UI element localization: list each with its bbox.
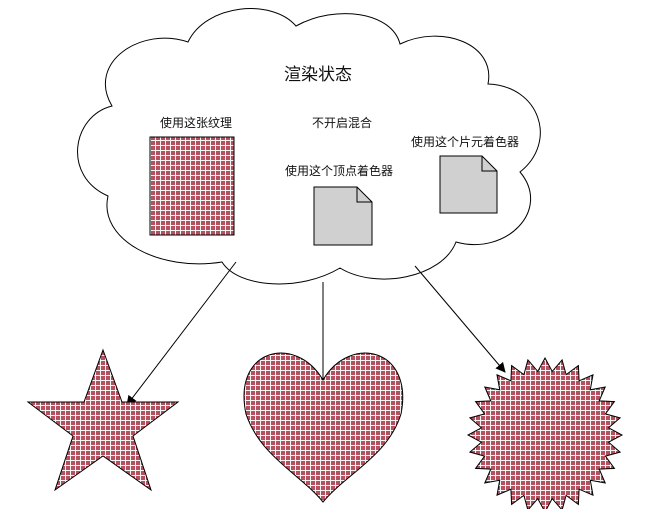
vertex-shader-document-icon xyxy=(313,186,373,246)
heart-shape xyxy=(243,352,404,503)
star-shape xyxy=(26,348,180,492)
texture-swatch xyxy=(149,136,235,236)
arrow-to-starburst xyxy=(414,265,506,373)
blend-label: 不开启混合 xyxy=(312,116,373,130)
cloud-title: 渲染状态 xyxy=(284,65,352,85)
fragment-shader-document-icon xyxy=(439,155,498,214)
arrow-to-star xyxy=(126,261,237,406)
texture-label: 使用这张纹理 xyxy=(160,116,233,130)
fragment-shader-label: 使用这个片元着色器 xyxy=(411,135,520,149)
starburst-shape xyxy=(466,356,624,509)
vertex-shader-label: 使用这个顶点着色器 xyxy=(285,164,394,178)
